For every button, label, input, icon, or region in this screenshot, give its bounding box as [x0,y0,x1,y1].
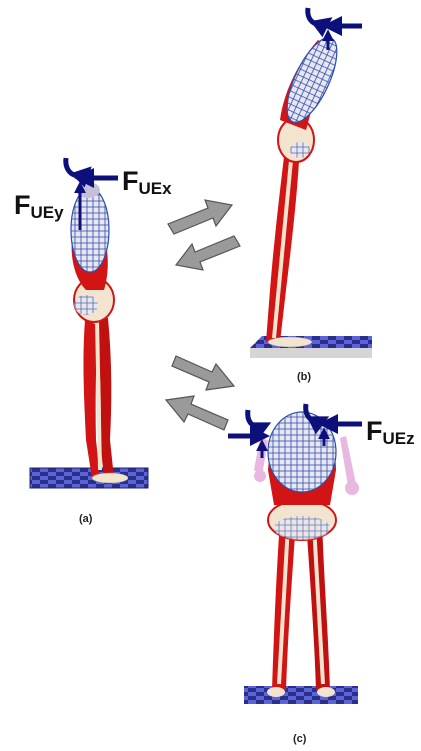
hand-c-right [345,481,359,495]
force-label-uez: FUEz [366,418,415,445]
foot-c-right [317,687,335,697]
transition-arrow-b-to-a [176,236,240,270]
force-label-uez-main: F [366,416,383,446]
force-label-uex: FUEx [122,168,172,195]
hand-c-left [254,470,266,482]
floor-a [30,468,148,488]
ribcage-b [277,31,347,129]
pelvis-mesh-c [274,516,330,540]
panel-label-b: (b) [297,372,311,383]
floor-b-base [250,348,372,358]
ribcage-a [71,188,109,272]
force-label-uey-main: F [14,190,31,220]
transition-arrow-c-to-a [166,396,228,430]
moment-arrow-a [66,158,86,176]
transition-arrow-a-to-b [168,200,232,234]
force-label-uey-sub: UEy [31,203,64,222]
force-label-uey: FUEy [14,192,64,219]
foot-a [92,473,128,483]
foot-b [268,337,312,347]
force-label-uex-main: F [122,166,139,196]
transition-arrow-a-to-c [172,356,234,390]
arm-c-right [340,436,356,486]
moment-arrow-c-left [248,410,264,427]
model-b [250,8,372,358]
moment-arrow-c-right [306,404,322,421]
hip-mesh-b [290,142,310,158]
panel-label-a: (a) [79,514,92,525]
foot-c-left [267,687,285,697]
ribcage-c [268,412,336,492]
hip-mesh-a [74,295,98,315]
model-c [228,404,362,704]
transition-arrows [166,200,240,430]
floor-c [244,686,358,704]
force-label-uex-sub: UEx [139,179,172,198]
force-label-uez-sub: UEz [383,429,415,448]
panel-label-c: (c) [293,734,306,745]
moment-arrow-b [308,8,326,24]
